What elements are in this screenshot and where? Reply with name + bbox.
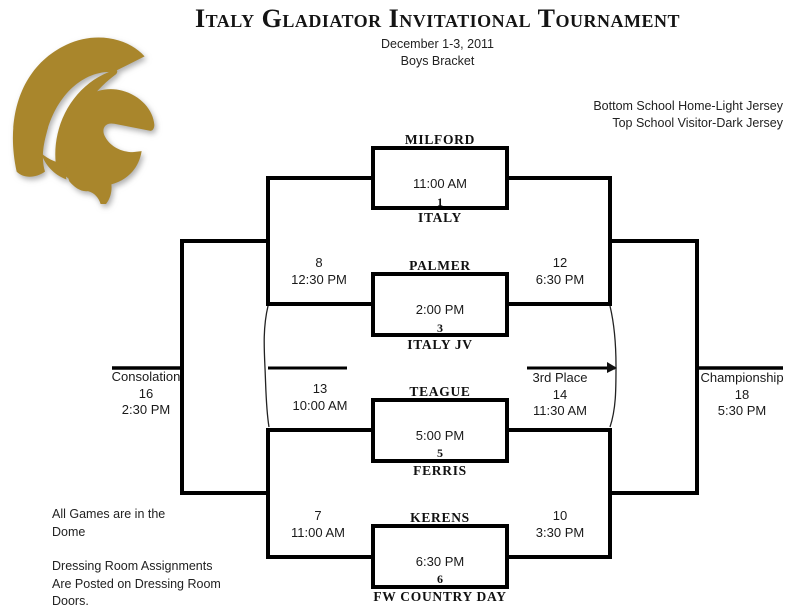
gladiator-helmet-logo <box>12 37 155 204</box>
game5-bottom-team: FERRIS <box>413 463 467 478</box>
game13-label: 13 10:00 AM <box>293 381 348 414</box>
third-place-time: 11:30 AM <box>533 403 587 418</box>
game6-time: 6:30 PM <box>415 554 465 569</box>
game3-bottom-team: ITALY JV <box>407 337 473 352</box>
third-place-arrow <box>607 362 617 373</box>
game6-number: 6 <box>437 572 443 586</box>
dressing-room-note-line-1: Dressing Room Assignments <box>52 559 213 573</box>
game3-top-team: PALMER <box>409 258 471 273</box>
game5-top-team: TEAGUE <box>409 384 471 399</box>
helmet-plume-shape <box>12 37 145 177</box>
dressing-room-note-line-2: Are Posted on Dressing Room <box>52 576 221 591</box>
helmet-neck-guard-shape <box>41 153 68 180</box>
game7-label: 7 11:00 AM <box>291 508 345 541</box>
game5-number: 5 <box>437 446 443 460</box>
game12-number: 12 <box>552 255 568 270</box>
championship-number: 18 <box>734 386 750 402</box>
game13-number: 13 <box>312 381 328 396</box>
game1-top-team: MILFORD <box>404 132 476 147</box>
game1-bottom-team: ITALY <box>417 210 463 225</box>
dressing-room-note: Dressing Room Assignments Are Posted on … <box>52 558 221 605</box>
game10-time: 3:30 PM <box>535 524 585 540</box>
game13-time: 10:00 AM <box>292 397 348 413</box>
game3-number: 3 <box>437 321 443 335</box>
third-place-label-block: 3rd Place 14 11:30 AM <box>533 370 588 420</box>
game12-label: 12 6:30 PM <box>536 255 584 288</box>
game7-time: 11:00 AM <box>291 524 345 540</box>
helmet-face-shape <box>62 89 155 204</box>
consolation-label-block: Consolation 16 2:30 PM <box>112 369 181 419</box>
division-label: Boys Bracket <box>400 54 475 68</box>
tournament-date: December 1-3, 2011 <box>380 37 495 51</box>
third-place-label: 3rd Place <box>532 370 588 385</box>
game3-time: 2:00 PM <box>415 302 465 317</box>
game6-bottom-team: FW COUNTRY DAY <box>373 589 507 604</box>
championship-label-block: Championship 18 5:30 PM <box>700 370 783 420</box>
game12-time: 6:30 PM <box>535 271 585 287</box>
game8-label: 8 12:30 PM <box>291 255 347 288</box>
third-place-number: 14 <box>552 386 568 402</box>
game6-top-team: KERENS <box>410 510 470 525</box>
game1-number: 1 <box>437 195 443 209</box>
game8-time: 12:30 PM <box>291 271 347 287</box>
consolation-label: Consolation <box>111 369 181 384</box>
game7-number: 7 <box>314 508 322 523</box>
jersey-note-line-2: Top School Visitor-Dark Jersey <box>612 116 783 130</box>
game10-number: 10 <box>552 508 568 523</box>
game1-time: 11:00 AM <box>413 176 467 191</box>
consolation-number: 16 <box>138 385 154 401</box>
jersey-note-line-1: Bottom School Home-Light Jersey <box>593 99 783 113</box>
game5-time: 5:00 PM <box>415 428 465 443</box>
game8-number: 8 <box>315 255 323 270</box>
jersey-note: Bottom School Home-Light Jersey Top Scho… <box>593 98 783 132</box>
championship-time: 5:30 PM <box>717 403 767 418</box>
venue-note: All Games are in the Dome <box>52 506 165 541</box>
page-title: Italy Gladiator Invitational Tournament <box>194 4 681 33</box>
loser-feed-curves <box>263 305 617 428</box>
consolation-time: 2:30 PM <box>121 402 171 417</box>
venue-note-line-1: All Games are in the <box>52 507 166 521</box>
championship-label: Championship <box>700 370 784 385</box>
dressing-room-note-line-3: Doors. <box>52 594 89 605</box>
venue-note-line-2: Dome <box>52 524 86 539</box>
game10-label: 10 3:30 PM <box>536 508 584 541</box>
